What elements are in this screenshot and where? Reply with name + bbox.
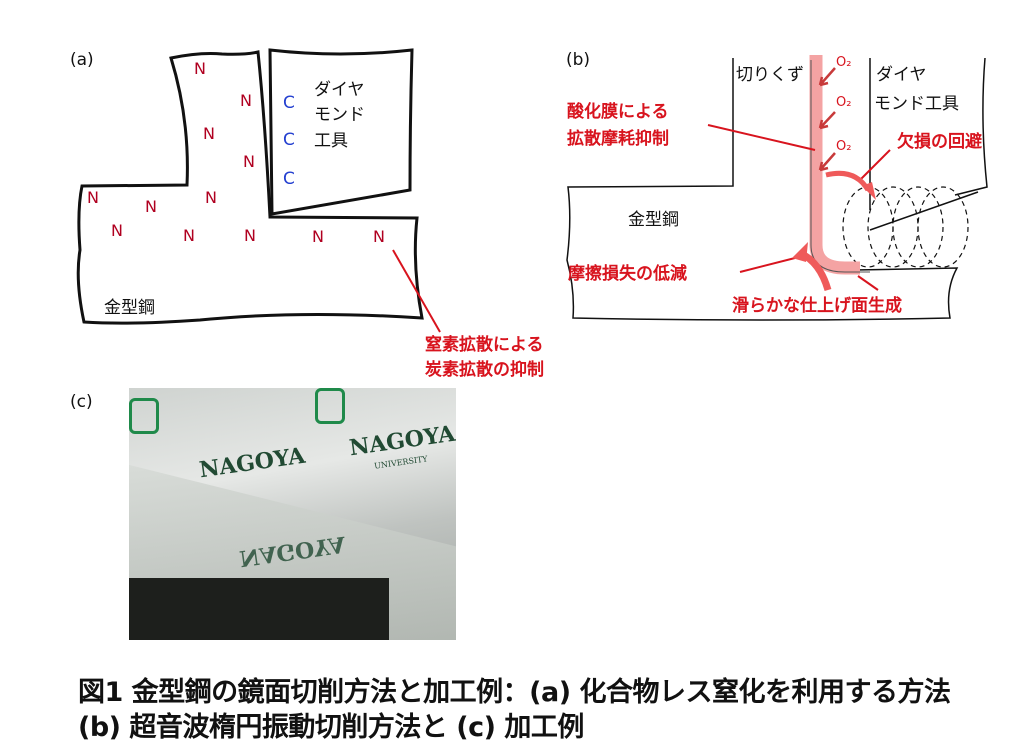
workpiece-label: 金型鋼 [104, 298, 155, 318]
curved-arrow [825, 170, 871, 192]
carbon-atom: C [283, 169, 295, 189]
friction-annotation: 摩擦損失の低減 [568, 263, 687, 284]
oxygen-arrows [818, 67, 836, 172]
carbon-atoms: C C C [283, 93, 295, 189]
diamond-tool-outline [268, 48, 414, 216]
nitrogen-atom: N [183, 226, 195, 245]
tool-label: ダイヤ [876, 65, 927, 85]
nitrogen-atom: N [145, 197, 157, 216]
nitrogen-atoms: N N N N N N N N N N N N [87, 59, 385, 246]
steel-outline [566, 58, 959, 321]
chipping-annotation: 欠損の回避 [897, 131, 982, 152]
surface-annotation: 滑らかな仕上げ面生成 [732, 295, 902, 316]
oxygen-label: O₂ [836, 95, 851, 110]
photo-text: NAGOYA [197, 442, 307, 484]
nitrogen-atom: N [243, 152, 255, 171]
annotation-nitrogen: 炭素拡散の抑制 [425, 359, 544, 380]
nitrogen-atom: N [203, 124, 215, 143]
annotation-leader [392, 249, 441, 333]
steel-block-side [129, 578, 389, 640]
photo-text: NAGOYA [347, 420, 456, 462]
leader-line [857, 275, 879, 291]
leader-line [739, 257, 796, 273]
leader-line [707, 124, 816, 151]
tool-label: ダイヤ [314, 80, 365, 100]
figure-caption-line2: (b) 超音波楕円振動切削方法と (c) 加工例 [78, 712, 584, 743]
nitrogen-atom: N [373, 227, 385, 246]
panel-a: (a) N N N N N N N N N N N N C C C ダイヤ モン… [70, 48, 544, 380]
figure-caption-line1: 図1 金型鋼の鏡面切削方法と加工例：(a) 化合物レス窒化を利用する方法 [78, 677, 951, 708]
panel-a-label: (a) [70, 50, 94, 70]
panel-c-label: (c) [70, 392, 93, 412]
tool-label: モンド工具 [874, 94, 959, 114]
ellipse-vibration-paths [842, 186, 969, 268]
oxygen-label: O₂ [836, 139, 851, 154]
panel-b-label: (b) [566, 50, 590, 70]
tool-label: モンド [314, 105, 365, 125]
arrow-head [862, 182, 876, 200]
nitrogen-atom: N [194, 59, 206, 78]
workpiece-label: 金型鋼 [628, 210, 679, 230]
annotation-nitrogen: 窒素拡散による [425, 334, 544, 355]
oxide-film-annotation: 酸化膜による [567, 101, 669, 122]
nitrogen-atom: N [87, 188, 99, 207]
carbon-atom: C [283, 93, 295, 113]
nitrogen-atom: N [240, 91, 252, 110]
machined-mold-steel-photo: NAGOYA NAGOYA UNIVERSITY NAGOYA [129, 388, 456, 640]
university-logo [315, 388, 345, 424]
oxide-film-annotation: 拡散摩耗抑制 [567, 128, 669, 149]
chip-label: 切りくず [736, 65, 804, 85]
leader-line [859, 149, 891, 181]
panel-b: (b) O₂ O₂ O₂ 切りくず ダイヤ モンド工具 金型鋼 酸化膜による 拡… [566, 50, 988, 321]
arrow-head [792, 242, 808, 262]
nitrogen-atom: N [244, 226, 256, 245]
carbon-atom: C [283, 130, 295, 150]
oxide-film-band [809, 55, 860, 275]
oxygen-label: O₂ [836, 55, 851, 70]
tool-label: 工具 [314, 131, 348, 151]
nitrogen-atom: N [312, 227, 324, 246]
nitrogen-atom: N [205, 188, 217, 207]
nitrogen-atom: N [111, 221, 123, 240]
university-logo [129, 398, 159, 434]
steel-outline [76, 50, 424, 325]
